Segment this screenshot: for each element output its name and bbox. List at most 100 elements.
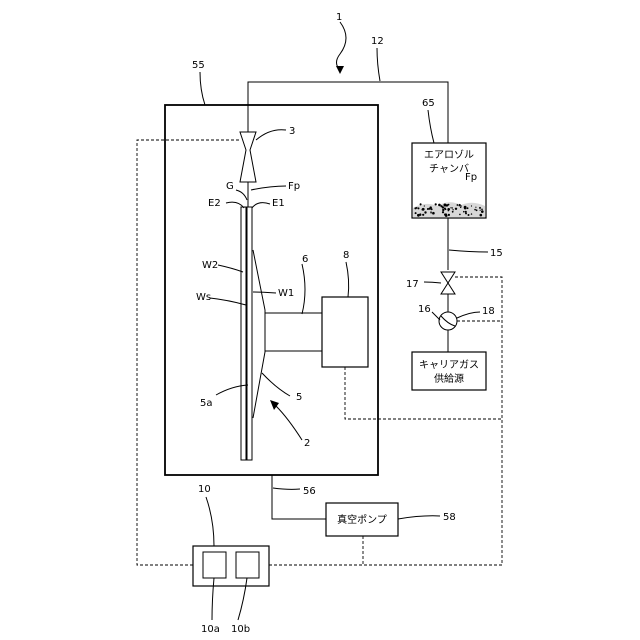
powder-dot: [450, 207, 451, 208]
powder-dot: [430, 212, 431, 213]
powder-dot: [471, 213, 472, 214]
powder-dot: [452, 207, 453, 208]
drive-8: [322, 297, 368, 367]
wafer-w1: [247, 207, 252, 460]
leader-18: [457, 312, 480, 318]
label-Fp-nozzle: Fp: [288, 181, 300, 192]
powder-dot: [455, 208, 457, 210]
label-17: 17: [406, 279, 419, 290]
label-55: 55: [192, 60, 205, 71]
vacuum-chamber: [165, 105, 378, 475]
powder-dot: [460, 207, 461, 208]
leader-8: [346, 262, 349, 297]
label-58: 58: [443, 512, 456, 523]
label-E2: E2: [208, 198, 221, 209]
label-8: 8: [343, 250, 349, 261]
leader-3: [256, 130, 286, 140]
powder-dot: [447, 208, 450, 211]
powder-dot: [414, 207, 416, 209]
leader-17: [424, 282, 441, 283]
powder-dot: [420, 204, 421, 205]
powder-dot: [467, 207, 469, 209]
label-W1: W1: [278, 288, 294, 299]
powder-dot: [482, 211, 483, 212]
powder-dot: [480, 210, 481, 211]
powder-dot: [440, 205, 442, 207]
powder-dot: [468, 214, 470, 216]
powder-dot: [464, 207, 467, 210]
controller-10a: [203, 552, 226, 578]
leader-E1: [252, 203, 270, 208]
powder-dot: [430, 206, 432, 208]
powder-dot: [435, 203, 437, 205]
controller-10b: [236, 552, 259, 578]
powder-dot: [452, 211, 454, 213]
powder-dot: [418, 207, 420, 209]
label-1: 1: [336, 12, 342, 23]
arrow-2-head: [270, 400, 279, 410]
powder-dot: [459, 205, 461, 207]
label-56: 56: [303, 486, 316, 497]
powder-dot: [452, 209, 453, 210]
powder-dot: [460, 205, 462, 207]
powder-dot: [422, 209, 424, 211]
leader-56: [273, 488, 300, 489]
powder-dot: [447, 204, 449, 206]
leader-Fp: [251, 186, 286, 190]
powder-dot: [476, 209, 478, 211]
powder-dot: [475, 207, 476, 208]
powder-dot: [465, 212, 467, 214]
pipe-12: [248, 82, 448, 143]
powder-dot: [444, 204, 447, 207]
aerosol-chamber-line1: エアロゾル: [424, 149, 474, 161]
powder-dot: [424, 211, 426, 213]
label-65: 65: [422, 98, 435, 109]
powder-dot: [442, 209, 444, 211]
leader-65: [428, 110, 434, 143]
label-10b: 10b: [231, 624, 250, 635]
leader-1: [337, 22, 347, 70]
label-Ws: Ws: [196, 292, 211, 303]
powder-dot: [481, 209, 483, 211]
label-12: 12: [371, 36, 384, 47]
stage-5: [253, 250, 265, 418]
leader-G: [236, 190, 247, 200]
label-5: 5: [296, 392, 302, 403]
powder-dot: [448, 214, 450, 216]
label-10a: 10a: [201, 624, 220, 635]
powder-dot: [457, 204, 459, 206]
label-6: 6: [302, 254, 308, 265]
powder-dot: [417, 214, 420, 217]
shaft-6: [265, 313, 322, 351]
powder-dot: [479, 207, 481, 209]
label-5a: 5a: [200, 398, 213, 409]
flow-meter-18: [439, 312, 457, 330]
vacuum-pump-label: 真空ポンプ: [337, 513, 387, 526]
leader-55: [200, 72, 205, 105]
label-G: G: [226, 181, 234, 192]
leader-6: [302, 264, 305, 314]
powder-dot: [471, 205, 472, 206]
powder-dot: [420, 214, 422, 216]
powder-dot: [474, 209, 476, 211]
carrier-gas-line1: キャリアガス: [419, 359, 479, 371]
powder-dot: [480, 214, 483, 217]
leader-58: [398, 516, 440, 519]
label-W2: W2: [202, 260, 218, 271]
powder-dot: [442, 211, 444, 213]
label-16: 16: [418, 304, 431, 315]
valve-17: [441, 272, 455, 294]
label-15: 15: [490, 248, 503, 259]
leader-16: [432, 312, 440, 320]
carrier-gas-line2: 供給源: [434, 372, 464, 385]
nozzle: [240, 132, 256, 182]
powder-dot: [415, 212, 417, 214]
powder-dot: [444, 208, 446, 210]
powder-dot: [459, 214, 461, 216]
powder-dot: [432, 212, 435, 215]
powder-dot: [424, 205, 425, 206]
powder-dot: [422, 214, 424, 216]
aerosol-chamber-line2: チャンバ: [429, 163, 469, 175]
leader-5: [262, 373, 290, 396]
label-18: 18: [482, 306, 495, 317]
